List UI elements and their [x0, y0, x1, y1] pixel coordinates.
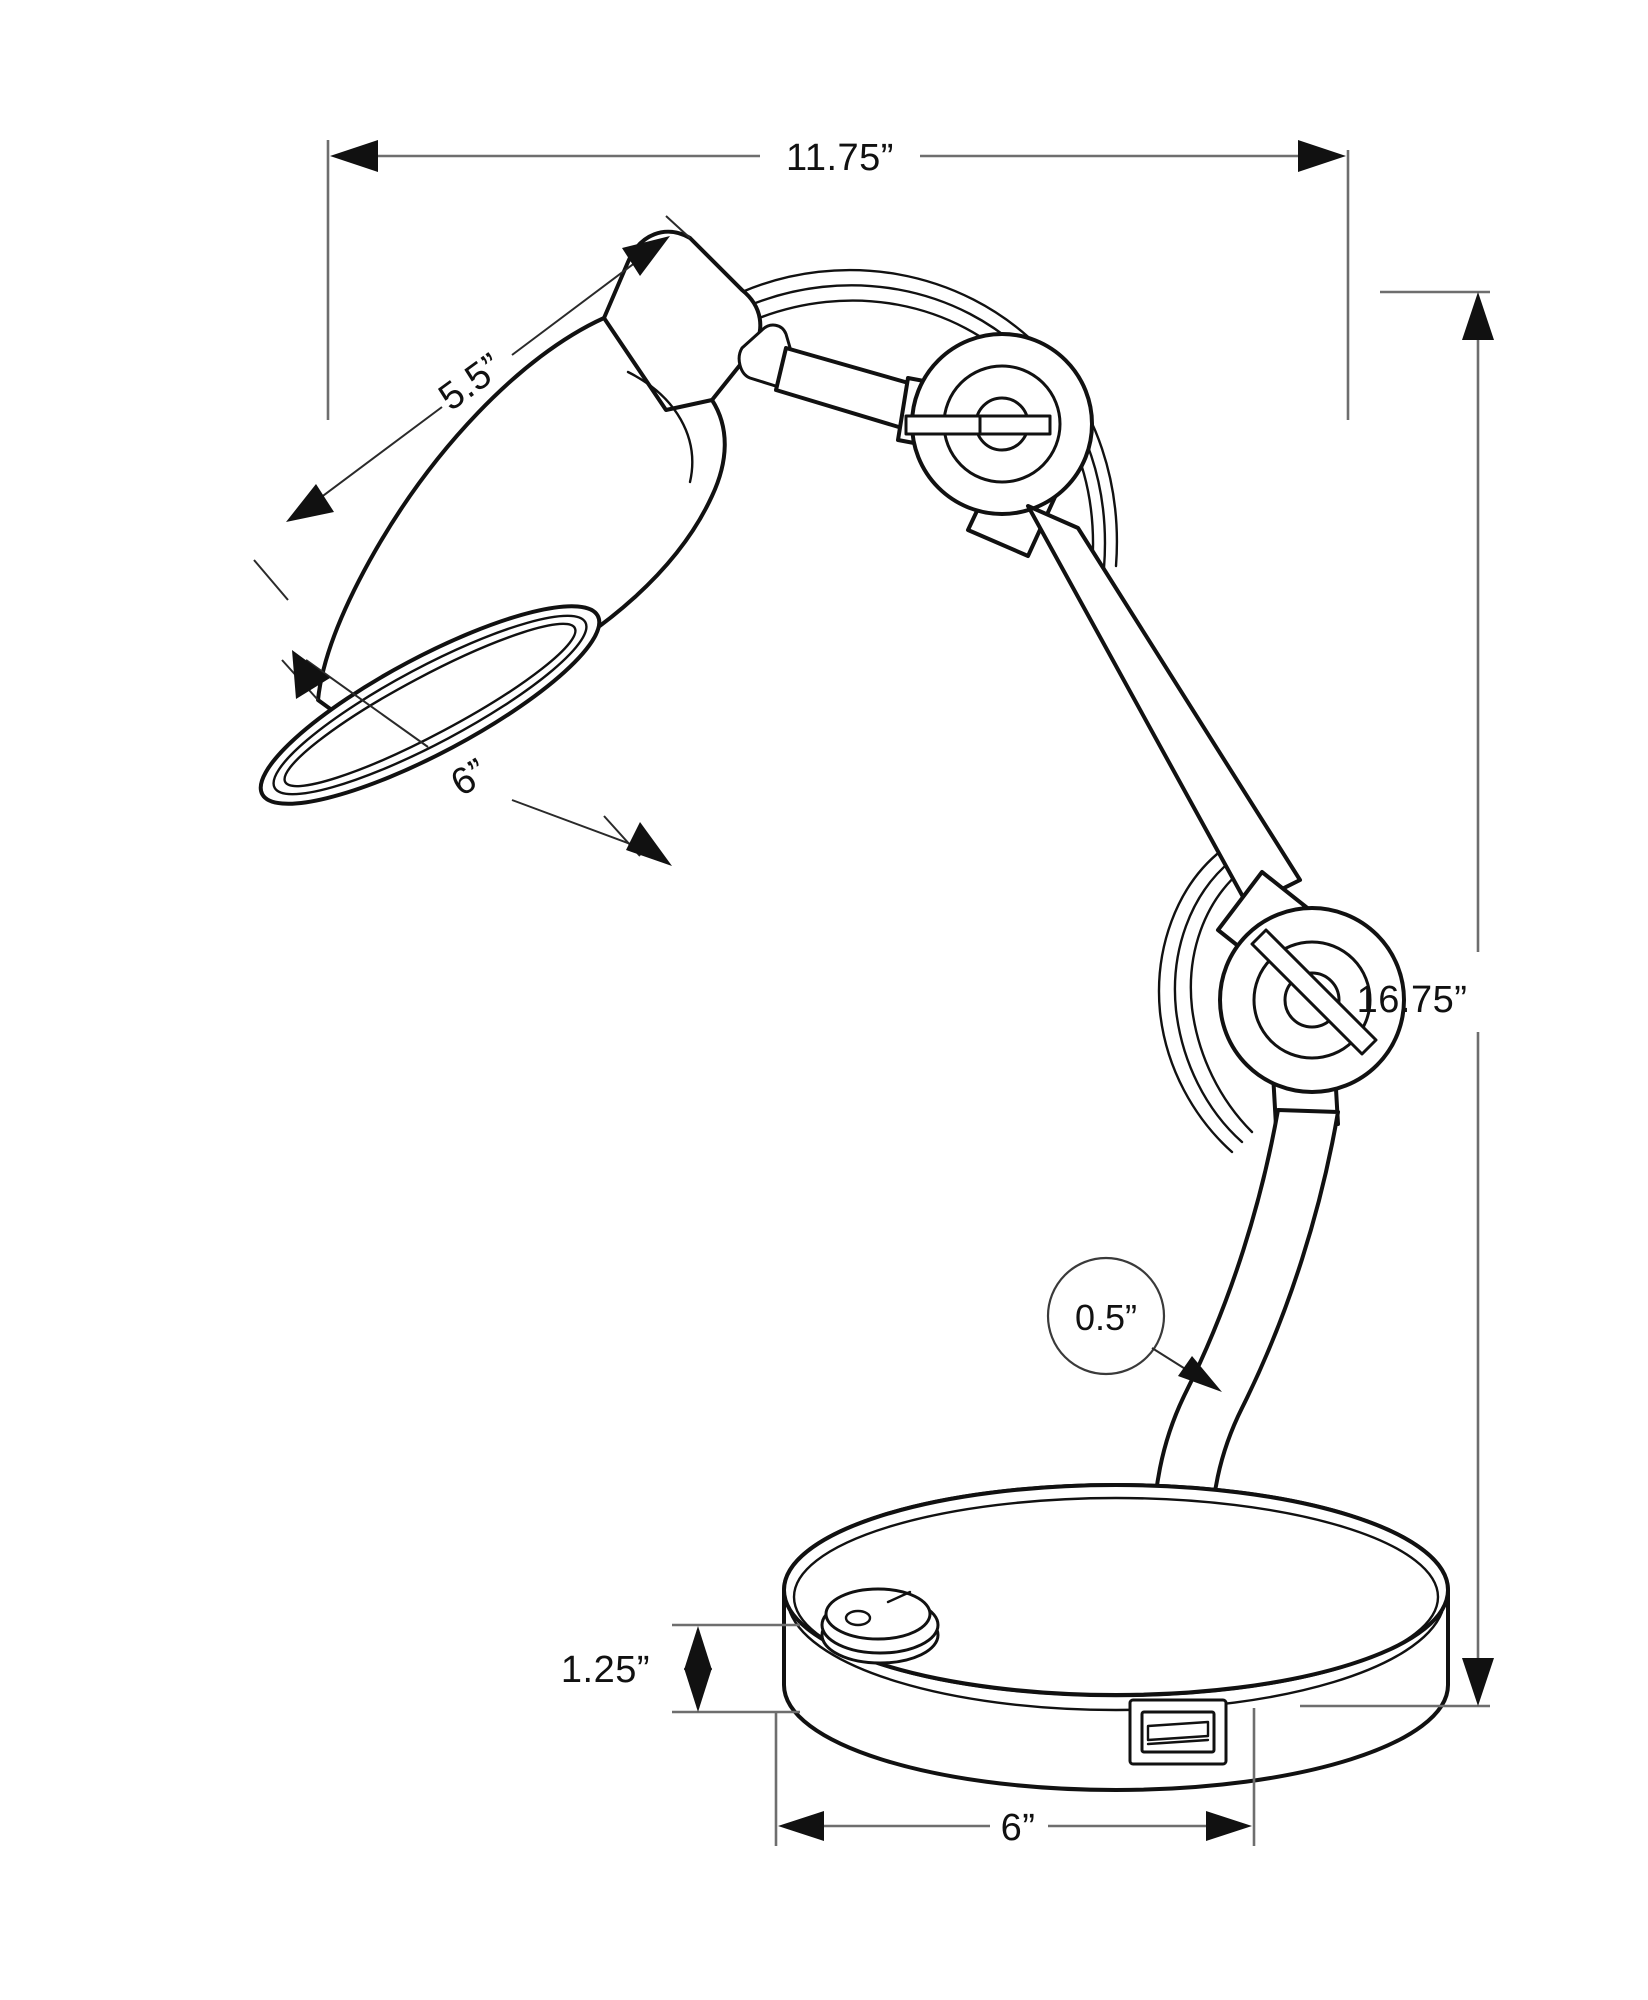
elbow-joint-bar — [1250, 928, 1378, 1056]
dimension-label-shade-opening: 6” — [444, 751, 496, 805]
arrow-slant-lower — [286, 484, 334, 522]
upper-arm — [1026, 504, 1302, 908]
arrow-base-bottom — [684, 1668, 712, 1712]
switch-knob-marker-dot — [844, 1609, 872, 1627]
usb-port-inner — [1140, 1710, 1216, 1754]
dimension-label-base-diameter: 6” — [1001, 1807, 1036, 1849]
dimension-label-base-height: 1.25” — [561, 1649, 650, 1691]
usb-port-slot — [1146, 1738, 1210, 1746]
base-top-rim — [792, 1496, 1440, 1698]
dimension-annotations: 11.75” 16.75” — [253, 137, 1494, 1849]
ext-line-shade-top — [665, 215, 691, 239]
arrow-slant-upper — [622, 236, 670, 276]
base-rim-line — [788, 1610, 1444, 1712]
shade-opening-inner — [272, 614, 588, 796]
upper-stem — [774, 346, 914, 430]
shade-seam — [626, 370, 694, 484]
dimension-base-height: 1.25” — [561, 1623, 800, 1714]
lamp-illustration — [258, 229, 1450, 1792]
shade-opening-outer — [258, 604, 602, 806]
switch-knob-top — [824, 1587, 932, 1641]
dim-line-opening-lower — [511, 799, 653, 853]
arrow-callout — [1178, 1356, 1222, 1392]
dimension-overall-height: 16.75” — [1300, 290, 1494, 1708]
dimension-label-arm-diameter: 0.5” — [1075, 1297, 1137, 1338]
usb-port-tongue — [1146, 1720, 1210, 1742]
dimension-label-overall-height: 16.75” — [1357, 979, 1468, 1021]
arrow-base-right — [1206, 1811, 1252, 1841]
switch-knob[interactable] — [820, 1587, 940, 1665]
dim-line-opening-upper — [305, 659, 429, 748]
switch-knob-marker-line — [886, 1590, 912, 1604]
dimension-label-overall-width: 11.75” — [786, 137, 894, 179]
arrow-opening-upper — [292, 650, 330, 699]
shade-opening-innermost — [283, 622, 577, 788]
arrow-base-top — [684, 1626, 712, 1670]
arrow-bottom — [1462, 1658, 1494, 1706]
arrow-opening-lower — [626, 822, 672, 866]
arrow-left — [330, 140, 378, 172]
usb-port — [1128, 1698, 1228, 1766]
callout-circle-arm-diameter — [1046, 1256, 1166, 1376]
arrow-base-left — [778, 1811, 824, 1841]
elbow-joint-middle — [1252, 940, 1372, 1060]
decorative-arc-lower — [1157, 848, 1254, 1154]
dimension-arm-diameter: 0.5” — [1046, 1256, 1222, 1392]
dimension-overall-width: 11.75” — [326, 137, 1350, 420]
dimension-base-diameter: 6” — [774, 1708, 1256, 1849]
ext-line-opening-top — [253, 559, 289, 601]
upper-joint-bar-left — [904, 414, 982, 436]
arrow-top — [1462, 292, 1494, 340]
arrow-right — [1298, 140, 1346, 172]
